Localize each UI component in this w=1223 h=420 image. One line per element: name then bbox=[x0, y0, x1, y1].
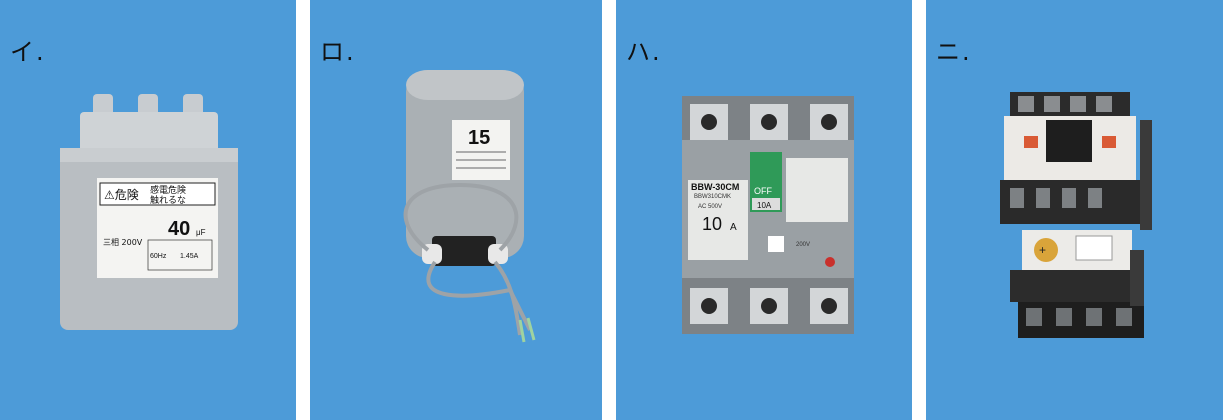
circuit-breaker-photo: OFF 10A BBW-30CM BBW310CMK AC 500V 10 A … bbox=[682, 96, 854, 334]
svg-text:BBW-30CM: BBW-30CM bbox=[691, 182, 739, 192]
svg-text:10: 10 bbox=[702, 214, 722, 234]
svg-text:μF: μF bbox=[196, 228, 206, 237]
panel-4: ニ. + bbox=[926, 0, 1223, 420]
svg-text:A: A bbox=[730, 222, 737, 233]
svg-text:感電危険: 感電危険 bbox=[150, 184, 186, 196]
svg-text:15: 15 bbox=[468, 127, 490, 149]
panel-label: イ. bbox=[10, 38, 46, 66]
svg-text:200V: 200V bbox=[796, 242, 810, 248]
panel-2: ロ. 15 bbox=[310, 0, 602, 420]
svg-text:60Hz: 60Hz bbox=[150, 253, 167, 260]
svg-text:OFF: OFF bbox=[754, 186, 772, 196]
svg-text:10A: 10A bbox=[757, 201, 772, 210]
svg-text:1.45A: 1.45A bbox=[180, 253, 199, 260]
magnetic-contactor-photo: + bbox=[1000, 92, 1152, 338]
svg-text:三相 200V: 三相 200V bbox=[103, 237, 143, 247]
panel-label: ハ. bbox=[626, 38, 662, 66]
svg-text:⚠危険: ⚠危険 bbox=[104, 188, 139, 202]
panel-label: ロ. bbox=[320, 38, 356, 66]
svg-text:+: + bbox=[1039, 243, 1046, 257]
svg-text:触れるな: 触れるな bbox=[150, 194, 186, 206]
panel-1: イ. ⚠危険 感電危険 触れるな 40 μF 三相 200V 60Hz 1.45… bbox=[0, 0, 296, 420]
capacitor-box-photo: ⚠危険 感電危険 触れるな 40 μF 三相 200V 60Hz 1.45A bbox=[60, 94, 238, 330]
cylindrical-capacitor-photo: 15 bbox=[403, 70, 536, 343]
svg-text:AC 500V: AC 500V bbox=[698, 204, 722, 210]
panel-label: ニ. bbox=[936, 38, 972, 66]
svg-text:40: 40 bbox=[168, 218, 190, 240]
panel-3: ハ. OFF 10A BBW-30CM BBW310CMK AC 500V 10… bbox=[616, 0, 912, 420]
svg-text:BBW310CMK: BBW310CMK bbox=[694, 194, 731, 200]
